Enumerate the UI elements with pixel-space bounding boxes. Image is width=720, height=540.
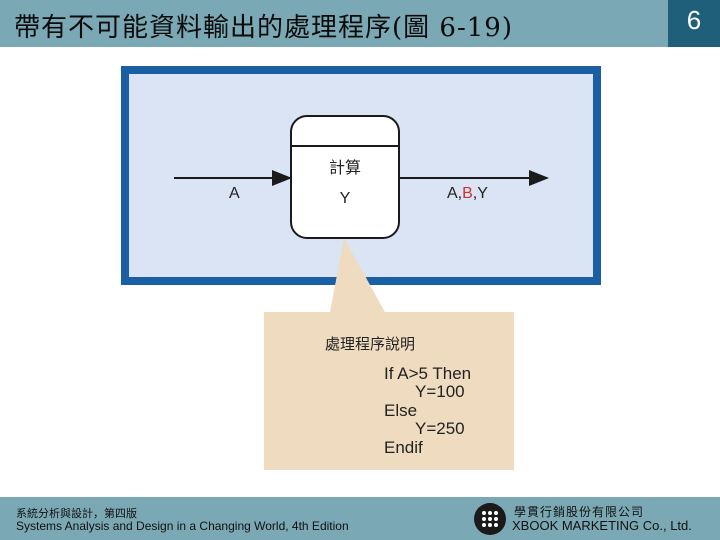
input-flow-label: A [229, 185, 240, 202]
header-bar [0, 0, 720, 47]
footer-course-zh: 系統分析與設計，第四版 [16, 507, 137, 520]
page-number-box [668, 0, 720, 47]
output-flow-part-1: A, [447, 185, 462, 202]
output-flow-highlight: B [462, 185, 473, 202]
slide-title: 帶有不可能資料輸出的處理程序(圖 6-19) [14, 13, 513, 43]
callout-line-5: Endif [384, 438, 423, 457]
output-flow-label: A,B,Y [447, 185, 488, 202]
callout-title: 處理程序說明 [325, 336, 415, 353]
process-box [290, 115, 400, 239]
callout-line-2: Y=100 [415, 382, 465, 401]
callout-line-3: Else [384, 401, 417, 420]
callout-line-1: If A>5 Then [384, 364, 471, 383]
company-logo-icon [474, 503, 506, 535]
footer-company-zh: 學貫行銷股份有限公司 [514, 505, 645, 519]
process-output-label: Y [340, 190, 351, 207]
process-label: 計算 [329, 158, 361, 177]
callout-pointer [330, 238, 385, 312]
footer-bar [0, 497, 720, 540]
output-flow-part-3: ,Y [473, 185, 488, 202]
page-number: 6 [686, 5, 702, 35]
footer-course-en: Systems Analysis and Design in a Changin… [16, 519, 349, 533]
footer-company-en: XBOOK MARKETING Co., Ltd. [512, 518, 692, 533]
callout-box [264, 312, 514, 470]
callout-line-4: Y=250 [415, 419, 465, 438]
